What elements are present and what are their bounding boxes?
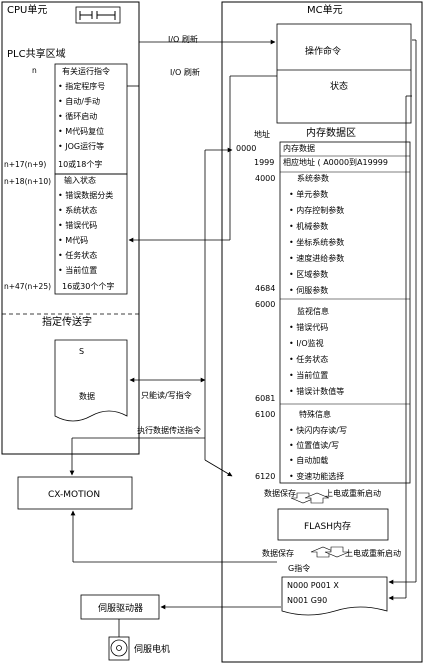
address-header: 地址 [254, 129, 270, 139]
io-refresh-label-1: I/O 刷新 [168, 34, 198, 44]
addr-6120: 6120 [255, 472, 275, 481]
addr-6100: 6100 [255, 410, 275, 419]
mon-item: • 错误计数值等 [289, 386, 344, 396]
ops-item: • 指定程序号 [58, 81, 105, 91]
data-save-label-2: 数据保存 [262, 548, 294, 558]
ops-words: 10或18个字 [58, 159, 102, 169]
data-save-label-1: 数据保存 [264, 488, 296, 498]
input-item: • 当前位置 [58, 265, 97, 275]
g-code-doc [281, 576, 388, 616]
up-arrow-icon [304, 492, 330, 504]
exec-transfer-label: 执行数据传送指令 [137, 425, 201, 435]
input-title: 输入状态 [64, 175, 96, 185]
cpu-unit-title: CPU单元 [7, 4, 47, 16]
addr-0000: 0000 [236, 144, 256, 153]
cx-motion-label: CX-MOTION [48, 490, 100, 500]
memory-data-label: 内存数据 [283, 143, 315, 153]
cx-motion-box [17, 476, 133, 510]
monitor-info-title: 监视信息 [297, 306, 329, 316]
mon-item: • 任务状态 [289, 354, 328, 364]
sp-item: • 变速功能选择 [289, 471, 344, 481]
sys-item: • 坐标系统参数 [289, 237, 344, 247]
sp-item: • 自动加载 [289, 455, 328, 465]
transfer-title: 指定传送字 [42, 315, 92, 328]
ops-item: • 自动/手动 [58, 96, 100, 106]
power-restart-label-2: 上电或重新启动 [345, 548, 401, 558]
sys-item: • 内存控制参数 [289, 205, 344, 215]
label-n47: n+47(n+25) [4, 282, 51, 291]
power-restart-label-1: 上电或重新启动 [325, 488, 381, 498]
input-words: 16或30个个字 [62, 281, 114, 291]
mc-unit-title: MC单元 [307, 4, 343, 16]
plc-area-title: PLC共享区域 [7, 47, 66, 60]
g-code-line: N000 P001 X [287, 581, 339, 590]
memory-area-title: 内存数据区 [306, 126, 356, 139]
down-arrow-icon [324, 546, 350, 558]
mon-item: • 当前位置 [289, 370, 328, 380]
input-status-box [54, 173, 128, 295]
servo-driver-label: 伺服驱动器 [98, 602, 143, 614]
input-item: • 任务状态 [58, 250, 97, 260]
label-n17: n+17(n+9) [4, 160, 46, 169]
addr-4684: 4684 [255, 284, 275, 293]
servo-driver-box [80, 594, 160, 620]
g-code-line: N001 G90 [287, 596, 327, 605]
transfer-data-doc [54, 339, 128, 422]
input-item: • 错误代码 [58, 220, 97, 230]
relative-address: 相应地址 ( A0000到A19999 [283, 157, 388, 167]
sys-item: • 单元参数 [289, 189, 328, 199]
io-refresh-label-2: I/O 刷新 [170, 67, 200, 77]
ops-title: 有关运行指令 [62, 66, 110, 76]
transfer-s: S [79, 347, 84, 356]
special-info-title: 特殊信息 [299, 409, 331, 419]
mc-unit-frame [221, 1, 423, 663]
mon-item: • 错误代码 [289, 322, 328, 332]
label-n: n [32, 66, 37, 75]
ladder-icon [75, 6, 121, 24]
read-write-label: 只能读/写指令 [141, 390, 192, 400]
cpu-unit-frame [1, 1, 140, 455]
addr-6081: 6081 [255, 394, 275, 403]
io-panel [276, 23, 412, 124]
addr-4000: 4000 [255, 174, 275, 183]
sys-item: • 机械参数 [289, 221, 328, 231]
mon-item: • I/O监视 [289, 338, 324, 348]
sys-item: • 伺服参数 [289, 285, 328, 295]
label-n18: n+18(n+10) [4, 177, 51, 186]
transfer-data: 数据 [79, 391, 95, 401]
addr-1999: 1999 [254, 158, 274, 167]
sp-item: • 快闪内存读/写 [289, 425, 347, 435]
ops-item: • M代码复位 [58, 126, 104, 136]
memory-area-box [279, 141, 411, 484]
g-code-label: G指令 [288, 563, 310, 573]
system-params-title: 系统参数 [297, 173, 329, 183]
sp-item: • 位置值读/写 [289, 440, 339, 450]
servo-motor-icon [108, 636, 130, 661]
operation-command-label: 操作命令 [305, 45, 341, 57]
servo-motor-label: 伺服电机 [134, 643, 170, 655]
input-item: • 系统状态 [58, 205, 97, 215]
input-item: • M代码 [58, 235, 88, 245]
sys-item: • 区域参数 [289, 269, 328, 279]
up-arrow-icon [310, 546, 336, 558]
flash-memory-label: FLASH内存 [304, 520, 351, 532]
flash-memory-box [277, 508, 389, 541]
addr-6000: 6000 [255, 300, 275, 309]
ops-item: • JOG运行等 [58, 141, 104, 151]
ops-item: • 循环启动 [58, 111, 97, 121]
sys-item: • 速度进给参数 [289, 253, 344, 263]
input-item: • 错误数据分类 [58, 190, 113, 200]
status-label: 状态 [330, 80, 348, 92]
